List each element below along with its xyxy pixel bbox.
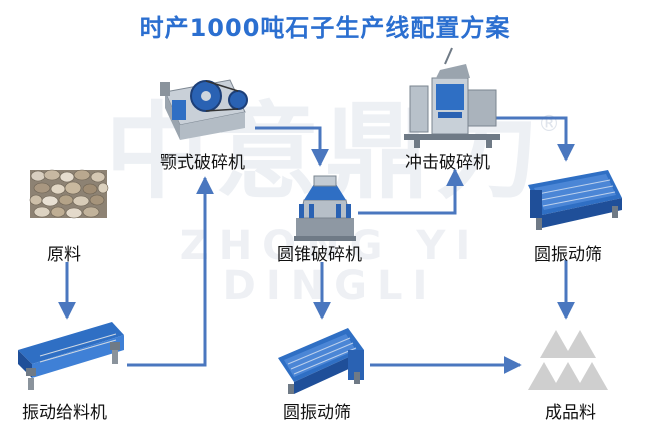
pebbles-icon [29, 169, 109, 219]
node-label-screen-top: 圆振动筛 [534, 245, 602, 265]
arrow-feeder-to-jaw [127, 176, 214, 367]
vibrating-screen-icon [528, 170, 622, 230]
cone-crusher-icon [294, 175, 356, 241]
node-label-screen-bottom: 圆振动筛 [283, 403, 351, 423]
arrow-jaw-to-cone [255, 126, 329, 167]
node-label-raw: 原料 [47, 245, 81, 265]
vsi-impact-crusher-icon [404, 47, 500, 148]
node-label-jaw-crusher: 颚式破碎机 [160, 153, 245, 173]
connectors [58, 116, 575, 374]
stockpile-icon [528, 330, 608, 390]
node-label-product: 成品料 [545, 403, 596, 423]
node-label-cone-crusher: 圆锥破碎机 [277, 245, 362, 265]
vibrating-screen-icon [278, 328, 364, 394]
vibrating-feeder-icon [18, 322, 124, 390]
node-label-impact-crusher: 冲击破碎机 [405, 153, 490, 173]
jaw-crusher-icon [160, 79, 248, 140]
page-title: 时产1000吨石子生产线配置方案 [139, 14, 511, 42]
node-label-feeder: 振动给料机 [22, 403, 107, 423]
arrow-cone-to-impact [358, 168, 464, 215]
arrow-impact-to-screen [493, 116, 575, 162]
